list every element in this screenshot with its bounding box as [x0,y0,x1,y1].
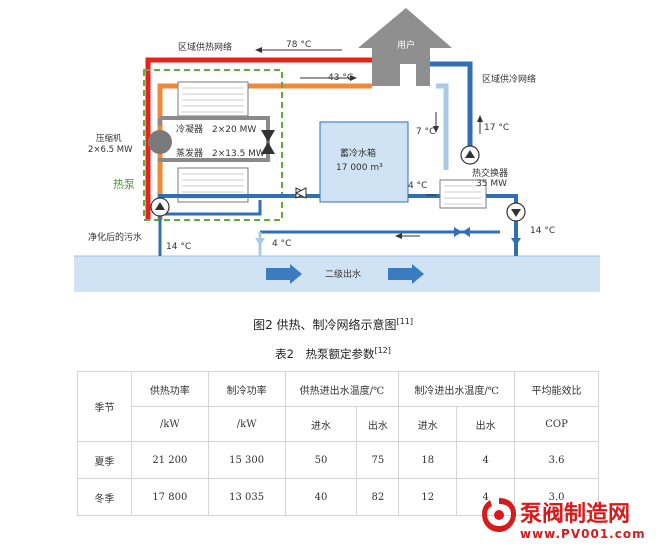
figure-caption-ref: [11] [396,317,413,326]
cop-unit: COP [514,406,599,442]
valve-icon [454,227,462,237]
valve-icon [255,238,265,246]
heating-inlet-cell: 50 [284,441,358,479]
heat-exchanger [439,179,487,209]
watermark-title: 泵阀制造网 [520,502,631,527]
watermark-url: www.PV001.com [520,527,646,541]
temp-7-label: 7 °C [416,127,435,137]
heat-pump-params-table: 季节 供热功率 制冷功率 供热进出水温度/℃ 制冷进出水温度/℃ 平均能效比 /… [77,371,599,516]
arrow-left-icon [255,47,262,53]
heating-power-cell: 21 200 [130,441,209,479]
temp-4-bottom-label: 4 °C [272,239,291,249]
heating-cooling-network-diagram: 二级出水 用户 热泵 冷凝器 2×20 MW 蒸发器 2×13.5 MW 压缩机… [74,8,600,292]
heat-pump-label: 热泵 [113,178,135,191]
flow-arrow-icon [266,264,302,284]
heating-power-unit: /kW [130,406,209,442]
temp-14-right-label: 14 °C [530,226,555,236]
heat-exchanger-capacity: 35 MW [476,179,507,189]
season-header: 季节 [77,371,132,442]
user-house-icon [358,8,452,86]
arrow-left-icon [395,233,402,239]
cop-cell: 3.6 [514,441,599,479]
condenser-label: 冷凝器 2×20 MW [176,123,256,135]
temp-14-left-label: 14 °C [166,242,191,252]
cooling-inlet-header: 进水 [398,406,458,442]
cooling-inlet-cell: 18 [398,441,458,479]
arrow-right-icon [350,75,357,81]
temp-4-tank-label: 4 °C [408,181,427,191]
cooling-temp-header: 制冷进出水温度/℃ [398,371,516,407]
cold-storage-tank [319,121,409,203]
supply-temp-label: 78 °C [286,40,311,50]
district-cooling-label: 区域供冷网络 [482,73,536,85]
arrow-up-icon [477,115,483,122]
compressor-label: 压缩机 [96,133,122,144]
treated-sewage-label: 净化后的污水 [88,231,142,243]
heat-exchanger-label: 热交换器 [472,167,508,179]
valve-icon [511,238,521,246]
figure-caption-text: 图2 供热、制冷网络示意图 [253,318,397,332]
heating-outlet-cell: 75 [356,441,400,479]
figure-caption: 图2 供热、制冷网络示意图[11] [0,316,666,333]
district-heating-label: 区域供热网络 [178,41,232,53]
cooling-power-unit: /kW [207,406,286,442]
cooling-power-header: 制冷功率 [207,371,286,407]
cooling-outlet-cell: 4 [456,441,516,479]
heating-temp-header: 供热进出水温度/℃ [284,371,400,407]
arrow-down-icon [433,126,439,133]
secondary-effluent-channel [74,256,600,292]
temp-17-label: 17 °C [484,123,509,133]
storage-tank-capacity: 17 000 m³ [336,163,383,173]
return-temp-label: 43 °C [328,73,353,83]
heating-power-cell: 17 800 [130,478,209,516]
cooling-outlet-header: 出水 [456,406,516,442]
cop-cell: 3.0 [514,478,599,516]
heating-outlet-cell: 82 [356,478,400,516]
watermark-logo-icon [482,498,516,532]
table-caption-ref: [12] [374,346,391,356]
table-row: 冬季 17 800 13 035 40 82 12 4 3.0 [77,478,599,516]
flow-arrow-icon [388,264,424,284]
user-label: 用户 [397,39,415,51]
compressor-capacity: 2×6.5 MW [88,145,133,155]
expansion-valve-icon [261,130,275,142]
cooling-power-cell: 15 300 [207,441,286,479]
heating-outlet-header: 出水 [356,406,400,442]
cop-header: 平均能效比 [514,371,599,407]
evaporator-label: 蒸发器 2×13.5 MW [176,147,265,159]
heating-power-header: 供热功率 [130,371,209,407]
heating-inlet-cell: 40 [284,478,358,516]
heat-pump-frame [143,69,283,221]
cooling-inlet-cell: 12 [398,478,458,516]
season-cell: 夏季 [77,441,132,479]
condenser [177,81,249,117]
secondary-effluent-label: 二级出水 [325,268,361,280]
table-caption: 表2 热泵额定参数[12] [0,346,666,362]
compressor-icon [148,130,172,154]
table-header-row: 季节 供热功率 制冷功率 供热进出水温度/℃ 制冷进出水温度/℃ 平均能效比 [77,371,599,442]
heating-inlet-header: 进水 [284,406,358,442]
table-subheader-row: /kW /kW 进水 出水 进水 出水 COP [78,406,599,442]
season-cell: 冬季 [77,478,132,516]
table-caption-text: 表2 热泵额定参数 [275,347,375,361]
watermark: 泵阀制造网 www.PV001.com [470,494,666,548]
cooling-power-cell: 13 035 [207,478,286,516]
storage-tank-label: 蓄冷水箱 [340,147,376,159]
table-row: 夏季 21 200 15 300 50 75 18 4 3.6 [77,441,599,479]
